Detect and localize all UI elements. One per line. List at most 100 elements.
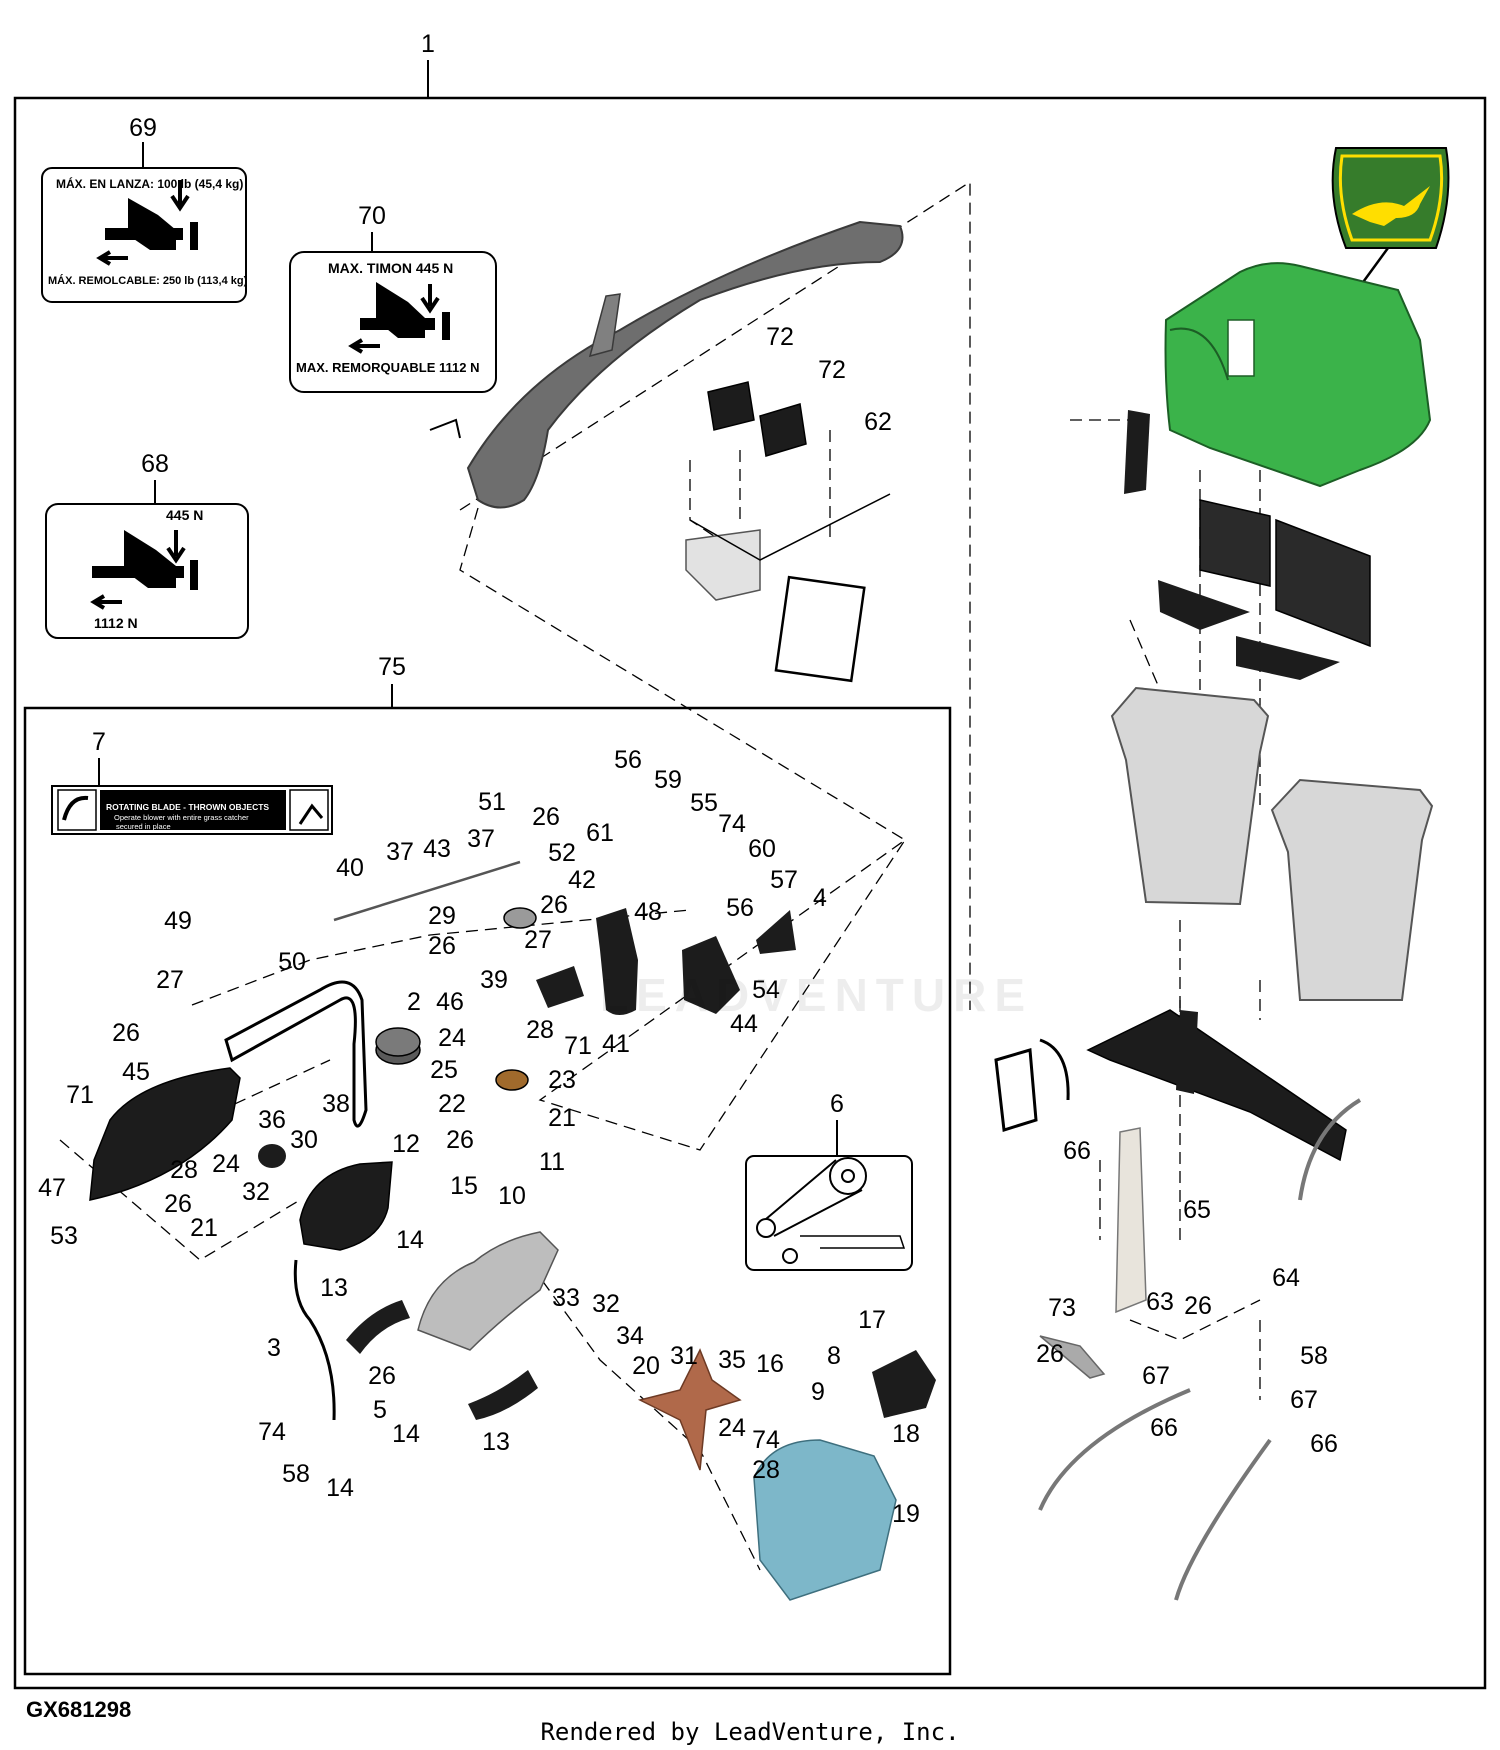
callout-48: 48: [634, 898, 662, 926]
callout-54: 54: [752, 976, 780, 1004]
callout-42: 42: [568, 866, 596, 894]
callout-57: 57: [770, 866, 798, 894]
tow-rods: [1038, 1098, 1362, 1601]
watermark: LEADVENTURE: [600, 969, 1034, 1021]
warning-line1: ROTATING BLADE - THROWN OBJECTS: [106, 802, 269, 812]
callout-26: 26: [540, 891, 568, 919]
callout-33: 33: [552, 1284, 580, 1312]
warning-label-7: ▲WARNING ROTATING BLADE - THROWN OBJECTS…: [51, 758, 333, 835]
john-deere-logo: [1331, 147, 1450, 306]
callout-63: 63: [1146, 1288, 1174, 1316]
rod-3: [293, 1259, 336, 1421]
callout-24: 24: [438, 1024, 466, 1052]
callout-47: 47: [38, 1174, 66, 1202]
callout-16: 16: [756, 1350, 784, 1378]
callout-35: 35: [718, 1346, 746, 1374]
bag-support-frame: [994, 1009, 1347, 1379]
callout-70: 70: [358, 202, 386, 230]
callout-37: 37: [467, 825, 495, 853]
callout-55: 55: [690, 789, 718, 817]
callout-44: 44: [730, 1010, 758, 1038]
latch-blocks-72: [685, 381, 891, 683]
adapter-10-11: [417, 1231, 559, 1351]
callout-12: 12: [392, 1130, 420, 1158]
chute-parts-42-54: [503, 907, 796, 1015]
callout-20: 20: [632, 1352, 660, 1380]
callout-39: 39: [480, 966, 508, 994]
callout-5: 5: [373, 1396, 387, 1424]
callout-26: 26: [164, 1190, 192, 1218]
blower-housing-19: [753, 1439, 897, 1601]
callout-56: 56: [614, 746, 642, 774]
callout-21: 21: [190, 1214, 218, 1242]
callout-13: 13: [482, 1428, 510, 1456]
spacer-23: [495, 1069, 529, 1091]
grass-bag-cover: [1124, 262, 1432, 494]
callout-11: 11: [539, 1148, 565, 1176]
callout-32: 32: [242, 1178, 270, 1206]
callout-74: 74: [752, 1426, 780, 1454]
callout-49: 49: [164, 907, 192, 935]
impeller-35: [637, 1348, 742, 1471]
callout-66: 66: [1310, 1430, 1338, 1458]
drive-belt-50: [224, 980, 368, 1128]
callout-40: 40: [336, 854, 364, 882]
callout-24: 24: [718, 1414, 746, 1442]
callout-26: 26: [1036, 1340, 1064, 1368]
callout-10: 10: [498, 1182, 526, 1210]
callout-74: 74: [718, 810, 746, 838]
callout-58: 58: [1300, 1342, 1328, 1370]
callout-34: 34: [616, 1322, 644, 1350]
callout-22: 22: [438, 1090, 466, 1118]
callout-46: 46: [436, 988, 464, 1016]
callout-45: 45: [122, 1058, 150, 1086]
callout-72: 72: [818, 356, 846, 384]
callout-14: 14: [326, 1474, 354, 1502]
label-69-line1: MÁX. EN LANZA: 100 lb (45,4 kg): [56, 176, 243, 191]
callout-51: 51: [478, 788, 506, 816]
label-68: 445 N 1112 N: [45, 480, 249, 639]
callout-43: 43: [423, 835, 451, 863]
callout-28: 28: [170, 1156, 198, 1184]
callout-14: 14: [396, 1226, 424, 1254]
callout-17: 17: [858, 1306, 886, 1334]
callout-38: 38: [322, 1090, 350, 1118]
callout-59: 59: [654, 766, 682, 794]
pulley-2: [375, 1027, 421, 1065]
callout-41: 41: [602, 1030, 630, 1058]
callout-53: 53: [50, 1222, 78, 1250]
callout-26: 26: [112, 1019, 140, 1047]
assembly-frame-75: [23, 706, 952, 1676]
cover-17: [872, 1350, 936, 1418]
callout-23: 23: [548, 1066, 576, 1094]
belt-guard-45: [89, 1067, 241, 1201]
callout-61: 61: [586, 819, 614, 847]
callout-19: 19: [892, 1500, 920, 1528]
callout-14: 14: [392, 1420, 420, 1448]
assembly-frame-1: [13, 96, 1487, 1690]
callout-13: 13: [320, 1274, 348, 1302]
callout-21: 21: [548, 1104, 576, 1132]
label-70-line1: MAX. TIMON 445 N: [328, 260, 453, 276]
callout-26: 26: [368, 1362, 396, 1390]
callout-28: 28: [526, 1016, 554, 1044]
credit-line: Rendered by LeadVenture, Inc.: [540, 1718, 960, 1746]
callout-31: 31: [670, 1342, 698, 1370]
callout-72: 72: [766, 323, 794, 351]
callout-9: 9: [811, 1378, 825, 1406]
housing-plate-12: [258, 1144, 393, 1251]
callout-26: 26: [1184, 1292, 1212, 1320]
callout-8: 8: [827, 1342, 841, 1370]
callout-28: 28: [752, 1456, 780, 1484]
warning-line2: Operate blower with entire grass catcher: [114, 813, 249, 822]
screen-panels: [1158, 499, 1371, 680]
callout-26: 26: [446, 1126, 474, 1154]
callout-26: 26: [532, 803, 560, 831]
callout-74: 74: [258, 1418, 286, 1446]
callout-24: 24: [212, 1150, 240, 1178]
callout-26: 26: [428, 932, 456, 960]
callout-30: 30: [290, 1126, 318, 1154]
label-68-line2: 1112 N: [94, 615, 138, 631]
